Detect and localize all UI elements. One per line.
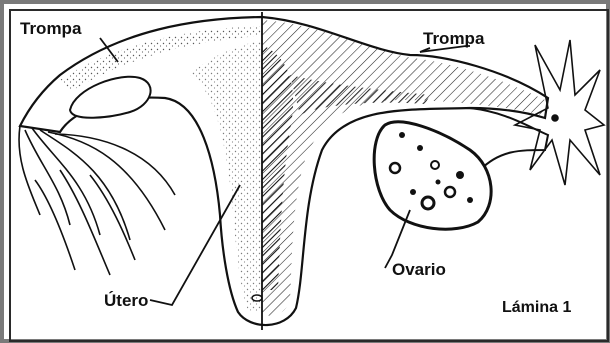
ovary <box>374 122 491 229</box>
left-fimbriae <box>19 126 175 275</box>
label-ovario: Ovario <box>392 261 446 278</box>
label-trompa-right: Trompa <box>423 30 484 47</box>
label-lamina: Lámina 1 <box>502 300 571 316</box>
label-trompa-left: Trompa <box>20 20 81 37</box>
label-utero: Útero <box>104 292 148 309</box>
